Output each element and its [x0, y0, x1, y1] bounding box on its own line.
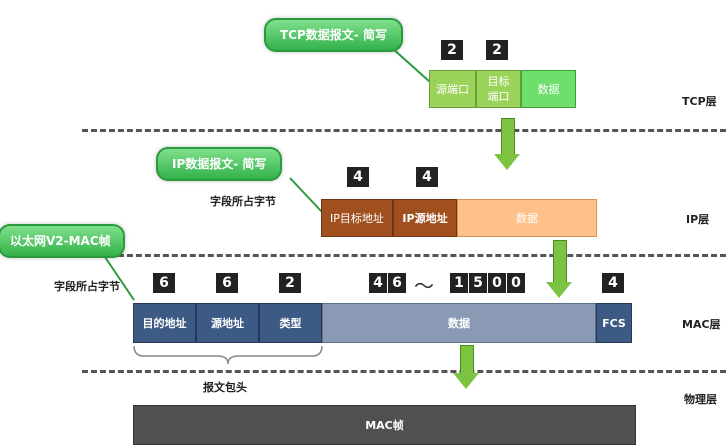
mac-callout: 以太网V2-MAC帧	[0, 224, 125, 258]
ip-size-dest-addr: 4	[347, 167, 369, 187]
mac-size-data-tilde: ～	[414, 274, 434, 298]
tcp-callout: TCP数据报文- 简写	[264, 18, 403, 52]
tcp-size-dest-port: 2	[486, 40, 508, 60]
mac-header-label: 报文包头	[203, 381, 247, 394]
mac-size-data-max-digit-4: 0	[507, 273, 525, 293]
header-brace	[133, 345, 323, 365]
tcp-field-source-port: 源端口	[429, 70, 476, 108]
ip-field-src-addr: IP源地址	[393, 199, 457, 237]
ip-callout: IP数据报文- 简写	[156, 147, 283, 181]
ip-callout-connector	[289, 177, 323, 213]
mac-field-fcs: FCS	[596, 303, 632, 343]
arrow-mac-to-physical-head	[453, 373, 479, 389]
layer-label-physical: 物理层	[684, 393, 717, 406]
ip-field-data: 数据	[457, 199, 597, 237]
layer-label-tcp: TCP层	[682, 95, 717, 108]
separator-tcp-ip	[82, 129, 726, 132]
arrow-ip-to-mac-shaft	[553, 240, 567, 284]
ip-field-dest-addr: IP目标地址	[321, 199, 393, 237]
mac-field-src-addr: 源地址	[196, 303, 259, 343]
mac-size-dest-addr: 6	[153, 273, 175, 293]
separator-ip-mac	[82, 254, 726, 257]
mac-size-fcs: 4	[602, 273, 624, 293]
tcp-size-source-port: 2	[441, 40, 463, 60]
arrow-tcp-to-ip-shaft	[501, 118, 515, 156]
mac-size-src-addr: 6	[216, 273, 238, 293]
mac-field-dest-addr: 目的地址	[133, 303, 196, 343]
mac-field-size-caption: 字段所占字节	[54, 280, 120, 293]
mac-field-data: 数据	[322, 303, 596, 343]
separator-mac-physical	[82, 370, 726, 373]
tcp-field-dest-port: 目标 端口	[476, 70, 521, 108]
layer-label-mac: MAC层	[682, 318, 721, 331]
mac-size-data-max-digit-2: 5	[469, 273, 487, 293]
tcp-callout-connector	[391, 47, 431, 83]
layer-label-ip: IP层	[686, 213, 710, 226]
ip-field-size-caption: 字段所占字节	[210, 195, 276, 208]
mac-size-data-max-digit-1: 1	[450, 273, 468, 293]
mac-size-data-max-digit-3: 0	[488, 273, 506, 293]
mac-callout-connector	[104, 256, 135, 301]
arrow-mac-to-physical-shaft	[460, 345, 474, 375]
tcp-field-data: 数据	[521, 70, 576, 108]
arrow-tcp-to-ip-head	[494, 154, 520, 170]
arrow-ip-to-mac-head	[546, 282, 572, 298]
mac-size-type: 2	[279, 273, 301, 293]
mac-field-type: 类型	[259, 303, 322, 343]
physical-mac-frame: MAC帧	[133, 405, 636, 445]
mac-size-data-min-digit-2: 6	[388, 273, 406, 293]
ip-size-src-addr: 4	[416, 167, 438, 187]
mac-size-data-min-digit-1: 4	[369, 273, 387, 293]
